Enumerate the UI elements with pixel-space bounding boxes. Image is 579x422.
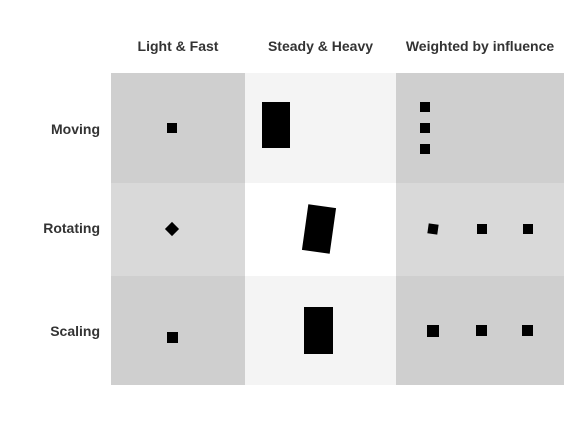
column-header-light-fast: Light & Fast bbox=[137, 38, 219, 54]
row-header-scaling: Scaling bbox=[50, 323, 100, 339]
column-header-weighted: Weighted by influence bbox=[405, 38, 555, 54]
cell-moving-weighted bbox=[396, 73, 564, 183]
cell-rotating-steady-heavy bbox=[245, 183, 396, 276]
square-shape bbox=[420, 144, 430, 154]
square-shape bbox=[420, 123, 430, 133]
column-header-steady-heavy: Steady & Heavy bbox=[267, 38, 374, 54]
square-shape bbox=[167, 123, 177, 133]
square-shape bbox=[522, 325, 533, 336]
row-header-rotating: Rotating bbox=[43, 220, 100, 236]
row-header-moving: Moving bbox=[51, 121, 100, 137]
square-shape bbox=[427, 325, 439, 337]
square-shape bbox=[427, 223, 439, 235]
cell-scaling-light-fast bbox=[111, 276, 245, 385]
square-shape bbox=[476, 325, 487, 336]
cell-moving-light-fast bbox=[111, 73, 245, 183]
cell-moving-steady-heavy bbox=[245, 73, 396, 183]
cell-scaling-steady-heavy bbox=[245, 276, 396, 385]
square-shape bbox=[167, 332, 178, 343]
cell-rotating-weighted bbox=[396, 183, 564, 276]
cell-scaling-weighted bbox=[396, 276, 564, 385]
square-shape bbox=[523, 224, 533, 234]
rectangle-shape bbox=[262, 102, 290, 148]
square-shape bbox=[420, 102, 430, 112]
square-shape bbox=[477, 224, 487, 234]
rectangle-shape bbox=[301, 204, 337, 254]
rectangle-shape bbox=[304, 307, 333, 354]
cell-rotating-light-fast bbox=[111, 183, 245, 276]
diamond-shape bbox=[164, 221, 180, 237]
